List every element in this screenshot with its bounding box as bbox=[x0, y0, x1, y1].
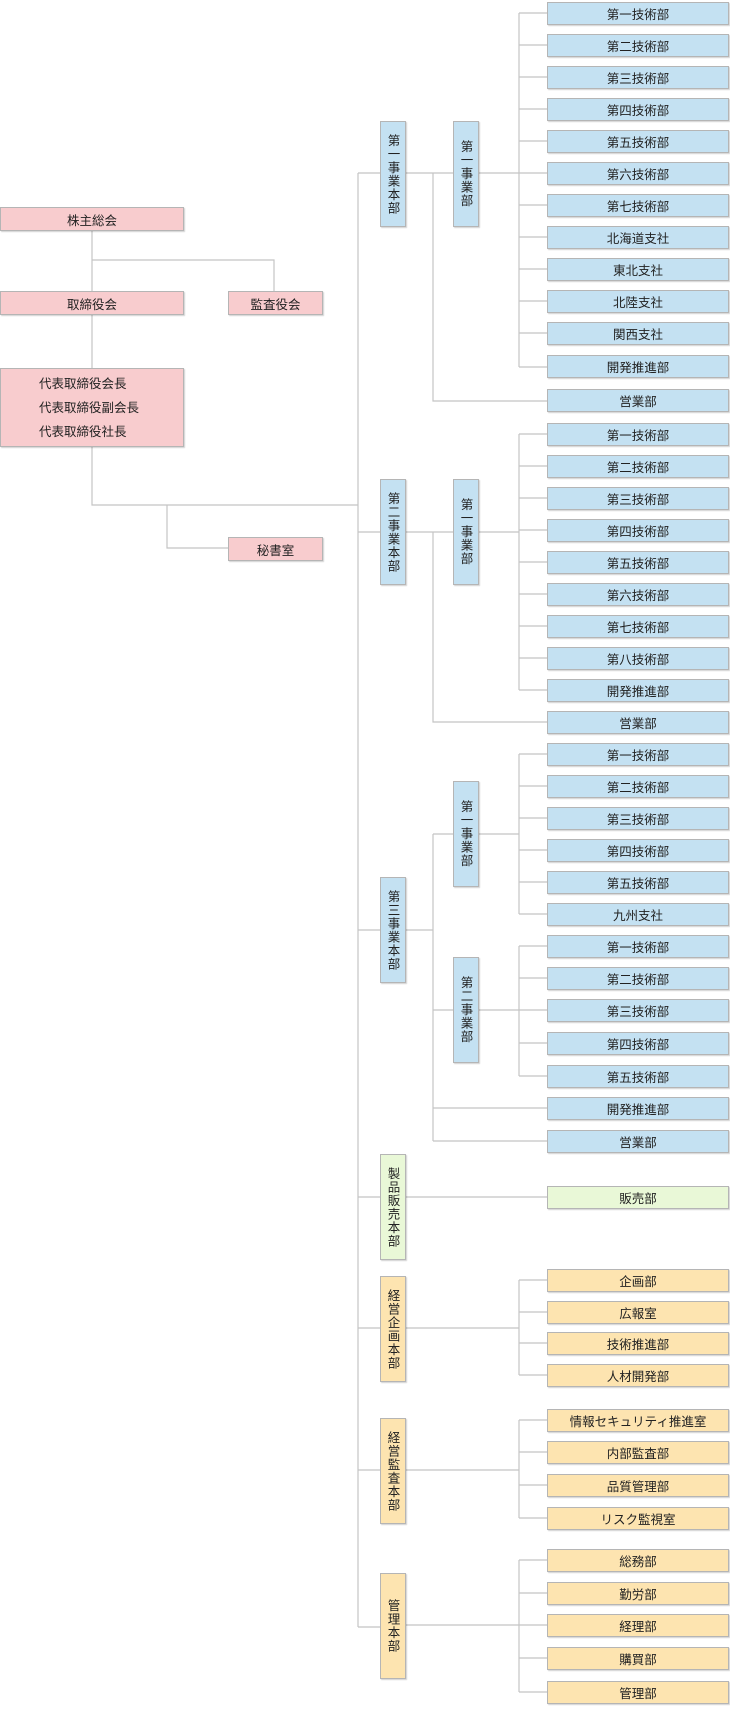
hq3-unit: 第一技術部 bbox=[547, 935, 729, 958]
hq3-dev: 開発推進部 bbox=[547, 1097, 729, 1120]
hq3-division: 第三事業本部 bbox=[380, 877, 406, 983]
hq3-unit: 第三技術部 bbox=[547, 807, 729, 830]
planning-unit: 広報室 bbox=[547, 1301, 729, 1324]
sales-unit: 販売部 bbox=[547, 1186, 729, 1209]
audit-unit: 情報セキュリティ推進室 bbox=[547, 1409, 729, 1432]
hq3-unit: 第三技術部 bbox=[547, 999, 729, 1022]
hq2-business-unit-1: 第一事業部 bbox=[453, 479, 479, 585]
hq3-unit: 第二技術部 bbox=[547, 967, 729, 990]
hq3-sales: 営業部 bbox=[547, 1130, 729, 1153]
hq3-business-unit-1: 第一事業部 bbox=[453, 781, 479, 887]
admin-unit: 購買部 bbox=[547, 1647, 729, 1670]
planning-unit: 企画部 bbox=[547, 1269, 729, 1292]
hq1-unit: 北海道支社 bbox=[547, 226, 729, 249]
hq3-unit: 第二技術部 bbox=[547, 775, 729, 798]
admin-division: 管理本部 bbox=[380, 1573, 406, 1679]
audit-board: 監査役会 bbox=[228, 291, 323, 315]
hq2-unit: 第二技術部 bbox=[547, 455, 729, 478]
hq2-unit: 第四技術部 bbox=[547, 519, 729, 542]
hq1-unit: 関西支社 bbox=[547, 322, 729, 345]
planning-unit: 人材開発部 bbox=[547, 1364, 729, 1387]
hq3-unit: 第五技術部 bbox=[547, 1065, 729, 1088]
hq2-unit: 第八技術部 bbox=[547, 647, 729, 670]
hq2-division: 第二事業本部 bbox=[380, 479, 406, 585]
hq1-business-unit-1: 第一事業部 bbox=[453, 121, 479, 227]
vice-chairman-title: 代表取締役副会長 bbox=[39, 399, 140, 415]
admin-unit: 管理部 bbox=[547, 1681, 729, 1704]
hq2-unit: 第七技術部 bbox=[547, 615, 729, 638]
hq3-unit: 第四技術部 bbox=[547, 839, 729, 862]
board-of-directors: 取締役会 bbox=[0, 291, 184, 315]
hq1-sales: 営業部 bbox=[547, 389, 729, 412]
planning-unit: 技術推進部 bbox=[547, 1332, 729, 1355]
hq2-unit: 第一技術部 bbox=[547, 423, 729, 446]
secretariat: 秘書室 bbox=[228, 537, 323, 561]
hq2-unit: 第三技術部 bbox=[547, 487, 729, 510]
hq1-unit: 北陸支社 bbox=[547, 290, 729, 313]
hq1-unit: 東北支社 bbox=[547, 258, 729, 281]
hq1-unit: 第二技術部 bbox=[547, 34, 729, 57]
hq3-business-unit-2: 第二事業部 bbox=[453, 957, 479, 1063]
hq2-unit: 第五技術部 bbox=[547, 551, 729, 574]
hq2-unit: 開発推進部 bbox=[547, 679, 729, 702]
hq2-unit: 第六技術部 bbox=[547, 583, 729, 606]
hq3-unit: 第五技術部 bbox=[547, 871, 729, 894]
audit-unit: 内部監査部 bbox=[547, 1441, 729, 1464]
hq1-unit: 第三技術部 bbox=[547, 66, 729, 89]
hq1-division: 第一事業本部 bbox=[380, 121, 406, 227]
hq1-unit: 開発推進部 bbox=[547, 355, 729, 378]
audit-unit: リスク監視室 bbox=[547, 1507, 729, 1530]
hq2-sales: 営業部 bbox=[547, 711, 729, 734]
chairman-title: 代表取締役会長 bbox=[39, 375, 127, 391]
hq3-unit: 第一技術部 bbox=[547, 743, 729, 766]
planning-division: 経営企画本部 bbox=[380, 1276, 406, 1382]
shareholders-meeting: 株主総会 bbox=[0, 207, 184, 231]
hq3-unit: 九州支社 bbox=[547, 903, 729, 926]
president-title: 代表取締役社長 bbox=[39, 423, 127, 439]
hq1-unit: 第七技術部 bbox=[547, 194, 729, 217]
hq1-unit: 第六技術部 bbox=[547, 162, 729, 185]
representative-directors: 代表取締役会長 代表取締役副会長 代表取締役社長 bbox=[0, 368, 184, 447]
hq1-unit: 第四技術部 bbox=[547, 98, 729, 121]
hq1-unit: 第一技術部 bbox=[547, 2, 729, 25]
admin-unit: 総務部 bbox=[547, 1549, 729, 1572]
audit-division: 経営監査本部 bbox=[380, 1418, 406, 1524]
product-sales-division: 製品販売本部 bbox=[380, 1154, 406, 1260]
audit-unit: 品質管理部 bbox=[547, 1474, 729, 1497]
hq3-unit: 第四技術部 bbox=[547, 1032, 729, 1055]
admin-unit: 経理部 bbox=[547, 1614, 729, 1637]
hq1-unit: 第五技術部 bbox=[547, 130, 729, 153]
admin-unit: 勤労部 bbox=[547, 1582, 729, 1605]
